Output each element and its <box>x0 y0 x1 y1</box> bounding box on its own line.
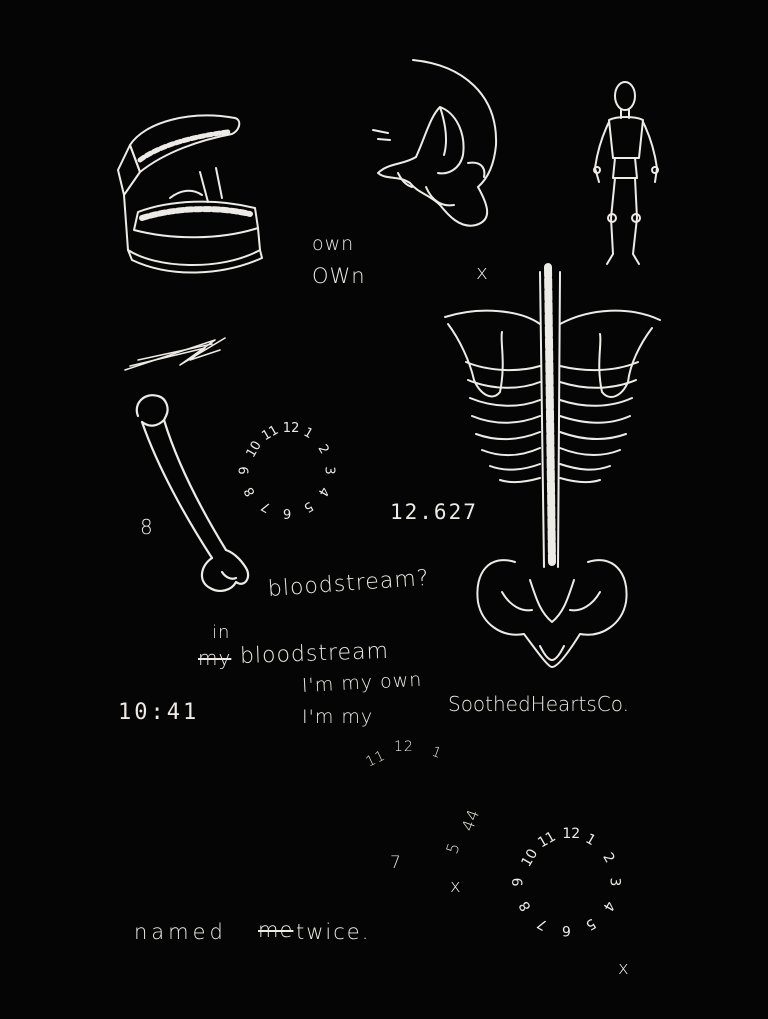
mannequin-icon <box>585 78 665 273</box>
clock-large-numeral: 9 <box>510 877 527 887</box>
clock-small-numeral: 9 <box>237 465 253 475</box>
clock-large-numeral: 1 <box>582 831 599 850</box>
x-mark-top: x <box>476 260 489 284</box>
bloodstream-text: bloodstream <box>239 638 390 669</box>
clock-large-numeral: 2 <box>599 850 618 866</box>
im-my-text: I'm my <box>302 706 374 728</box>
teeth-model-icon <box>110 100 270 280</box>
clock-small-numeral: 5 <box>300 497 316 515</box>
scribble-icon <box>120 330 230 375</box>
femur-bone-icon <box>128 388 253 603</box>
clock-large-numeral: 8 <box>516 898 535 914</box>
x-mark-middle: x <box>450 876 462 897</box>
partial-clock-12: 12 <box>394 739 414 755</box>
clock-large-numeral: 5 <box>582 914 599 933</box>
clock-large-numeral: 12 <box>562 826 581 842</box>
number-four-four: 44 <box>457 806 484 834</box>
number-seven: 7 <box>390 853 402 873</box>
me-struck-text: me <box>258 918 294 942</box>
clock-small-numeral: 4 <box>314 483 332 499</box>
skull-icon <box>368 55 508 235</box>
in-text: in <box>212 622 231 643</box>
twice-text: twice. <box>296 920 371 944</box>
bloodstream-question-text: bloodstream? <box>267 565 431 602</box>
clock-large-numeral: 11 <box>535 829 560 852</box>
clock-small-numeral: 12 <box>282 420 300 436</box>
x-mark-bottom: x <box>618 958 630 979</box>
brand-text: SoothedHeartsCo. <box>448 692 629 716</box>
own-text-caps: OWn <box>312 264 366 288</box>
clock-small-numeral: 3 <box>321 465 337 475</box>
skeleton-torso-icon <box>440 262 665 672</box>
number-eight: 8 <box>140 515 154 539</box>
clock-small-numeral: 1 <box>300 425 316 443</box>
clock-large-numeral: 6 <box>562 922 572 938</box>
clock-small-numeral: 2 <box>314 441 332 457</box>
time-text: 10:41 <box>118 700 200 725</box>
own-text: own <box>312 233 355 255</box>
clock-large-numeral: 7 <box>534 914 551 933</box>
number-12-627: 12.627 <box>390 500 478 524</box>
clock-small-numeral: 11 <box>259 422 281 445</box>
partial-clock-11: 11 <box>363 747 389 771</box>
my-struck-text: my <box>198 646 232 670</box>
number-five: 5 <box>442 839 464 857</box>
named-text: named <box>134 920 227 944</box>
clock-large-numeral: 10 <box>518 846 542 870</box>
clock-large-numeral: 3 <box>606 877 623 887</box>
im-my-own-text: I'm my own <box>301 668 423 697</box>
clock-small-numeral: 6 <box>282 504 292 520</box>
clock-small-numeral: 7 <box>258 497 274 515</box>
partial-clock-1: 1 <box>429 743 445 763</box>
clock-large-numeral: 4 <box>599 898 618 914</box>
